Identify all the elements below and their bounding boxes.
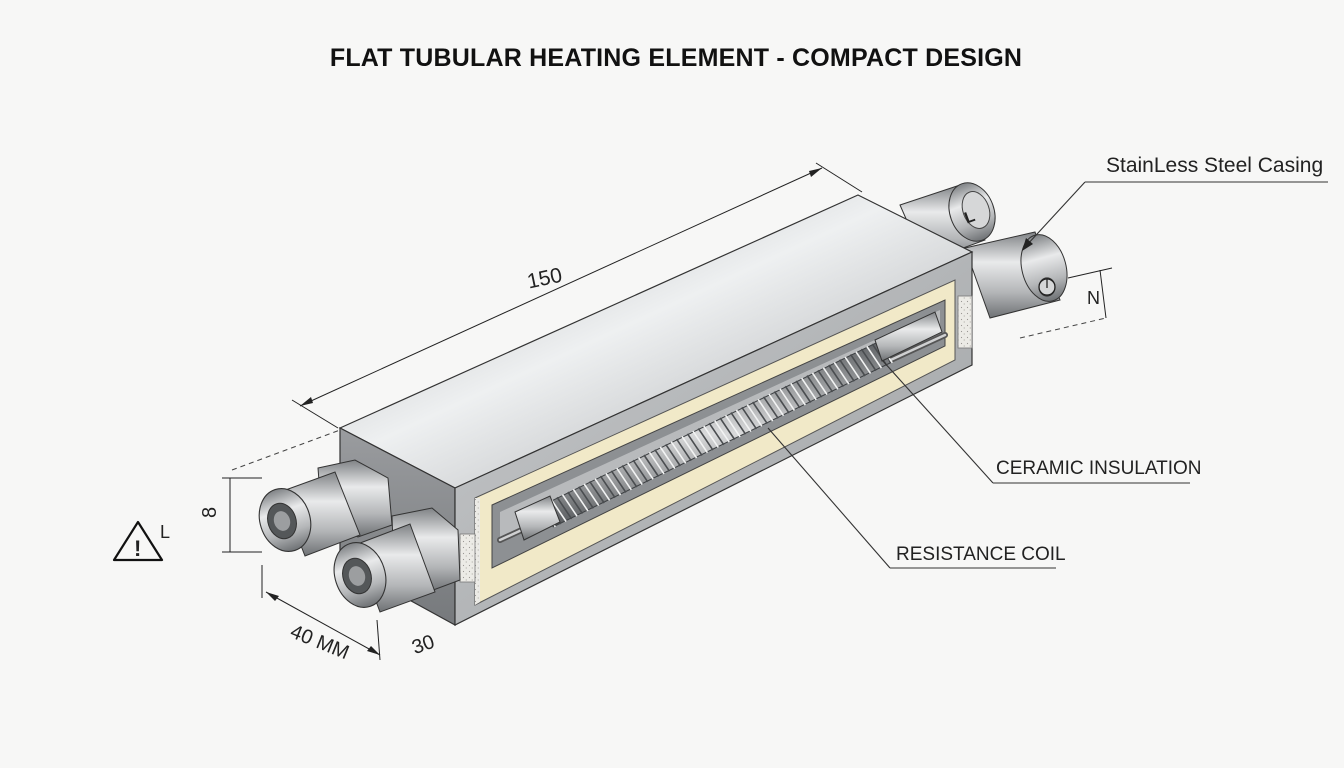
coil-callout-leader	[767, 427, 1056, 569]
resistance-coil	[540, 340, 893, 528]
coil-winding	[730, 412, 747, 435]
coil-winding	[621, 465, 638, 488]
height-dimension	[222, 429, 341, 553]
coil-winding	[839, 359, 855, 382]
coil-winding	[648, 451, 665, 475]
coil-winding	[811, 372, 828, 395]
coil-winding	[675, 438, 692, 462]
coil-winding	[790, 383, 806, 406]
coil-winding	[844, 356, 861, 380]
coil-winding	[654, 449, 671, 472]
coil-winding	[583, 483, 600, 507]
coil-winding	[735, 409, 752, 433]
height-dimension-label: 8	[199, 507, 221, 518]
coil-winding	[762, 396, 779, 419]
coil-end-sleeve-front	[514, 495, 561, 541]
warning-exclamation: !	[134, 536, 141, 561]
coil-winding	[833, 361, 850, 385]
insulation-callout-leader	[881, 359, 1190, 484]
coil-winding	[686, 433, 703, 456]
coil-winding	[665, 443, 681, 467]
coil-winding	[855, 351, 872, 374]
warning-mark: L	[160, 522, 170, 542]
coil-winding	[692, 430, 709, 454]
coil-winding	[610, 470, 627, 493]
insulation-callout: CERAMIC INSULATION	[996, 458, 1202, 479]
ground-symbol-icon	[1038, 278, 1056, 296]
coil-winding	[561, 494, 578, 517]
coil-winding	[773, 391, 790, 414]
coil-winding	[616, 467, 632, 491]
coil-winding	[752, 401, 768, 425]
rear-terminal-neutral	[964, 231, 1068, 319]
coil-winding	[724, 414, 741, 438]
coil-winding	[806, 375, 823, 398]
coil-winding	[578, 486, 594, 509]
warning-triangle-icon	[112, 520, 164, 562]
coil-winding	[681, 435, 698, 459]
coil-winding	[550, 499, 567, 522]
coil-winding	[708, 422, 725, 446]
coil-callout: RESISTANCE COIL	[896, 544, 1066, 565]
diagram-title: FLAT TUBULAR HEATING ELEMENT - COMPACT D…	[329, 44, 1023, 72]
coil-winding	[643, 454, 660, 477]
coil-winding	[801, 377, 817, 401]
coil-winding	[741, 406, 758, 430]
front-terminal-lower	[333, 507, 461, 613]
coil-winding	[768, 393, 785, 417]
coil-winding	[757, 398, 774, 422]
coil-winding	[828, 364, 844, 388]
neutral-mark: N	[1087, 288, 1100, 308]
coil-winding	[849, 353, 866, 377]
coil-end-sleeve-rear	[874, 311, 943, 362]
coil-winding	[632, 459, 649, 483]
coil-winding	[779, 388, 796, 411]
coil-winding	[627, 462, 643, 485]
coil-winding	[556, 496, 573, 520]
coil-winding	[599, 475, 616, 499]
casing-callout-leader	[1022, 181, 1328, 251]
casing-callout: StainLess Steel Casing	[1106, 154, 1323, 177]
coil-winding	[795, 380, 812, 403]
coil-winding	[822, 367, 839, 390]
coil-winding	[697, 428, 714, 451]
coil-winding	[714, 420, 730, 443]
coil-winding	[670, 441, 687, 464]
front-terminal-upper	[258, 459, 393, 557]
ceramic-strip-front	[459, 533, 476, 583]
width-dimension-label: 40 MM	[287, 621, 352, 664]
coil-winding	[860, 348, 877, 372]
depth-dimension-label: 30	[409, 631, 437, 659]
coil-winding	[719, 417, 736, 440]
coil-winding	[572, 488, 589, 512]
length-dimension-label: 150	[525, 264, 564, 294]
coil-winding	[817, 369, 834, 393]
coil-winding	[746, 404, 763, 427]
coil-winding	[659, 446, 676, 470]
neutral-dimension-marker	[1019, 267, 1113, 339]
coil-winding	[567, 491, 584, 515]
length-dimension	[291, 162, 863, 429]
ceramic-strip-rear	[957, 295, 973, 349]
coil-winding	[589, 480, 605, 504]
coil-winding	[703, 425, 719, 448]
coil-winding	[784, 385, 801, 409]
coil-winding	[594, 478, 611, 501]
width-dimension	[261, 565, 381, 661]
coil-winding	[605, 473, 622, 496]
coil-winding	[866, 346, 883, 369]
coil-winding	[637, 457, 654, 480]
